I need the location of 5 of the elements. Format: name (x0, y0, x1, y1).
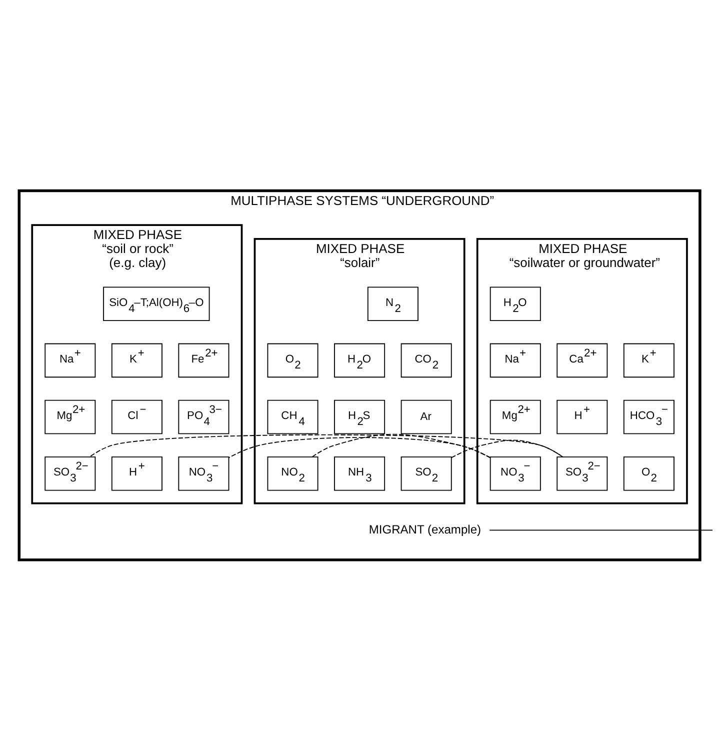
node-box: Ar (400, 400, 452, 434)
node-text: MIGRANT (example) (368, 522, 482, 536)
connector (89, 434, 564, 458)
connector (489, 530, 713, 531)
connector (228, 437, 491, 458)
